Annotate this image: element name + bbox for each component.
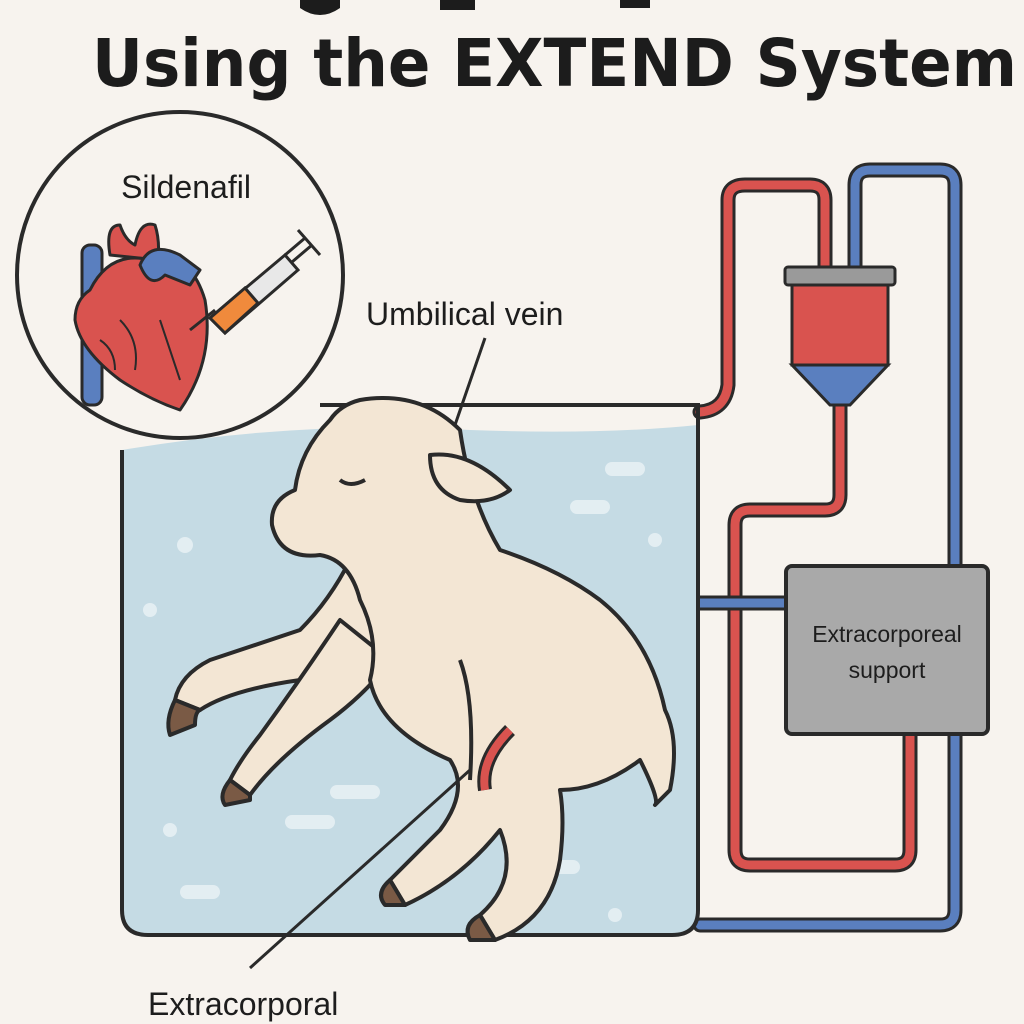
lamb-illustration — [166, 396, 676, 942]
extracorporal-label: Extracorporal — [148, 986, 338, 1022]
sildenafil-inset: Sildenafil — [15, 110, 345, 440]
extracorporeal-support-box: Extracorporeal support — [784, 564, 990, 736]
title: Using the EXTEND System — [92, 25, 1017, 102]
umbilical-leader-line — [453, 337, 487, 426]
support-label-line1: Extracorporeal — [812, 621, 962, 647]
umbilical-vein-label: Umbilical vein — [366, 296, 563, 332]
heart-icon — [73, 222, 209, 412]
bottom-leader-line — [248, 768, 472, 970]
support-label-line2: support — [849, 657, 926, 683]
reservoir — [783, 265, 897, 407]
cut-title-fragment — [300, 0, 650, 15]
sildenafil-label: Sildenafil — [121, 169, 251, 205]
umbilical-tube — [480, 727, 513, 791]
syringe-icon — [189, 229, 322, 336]
